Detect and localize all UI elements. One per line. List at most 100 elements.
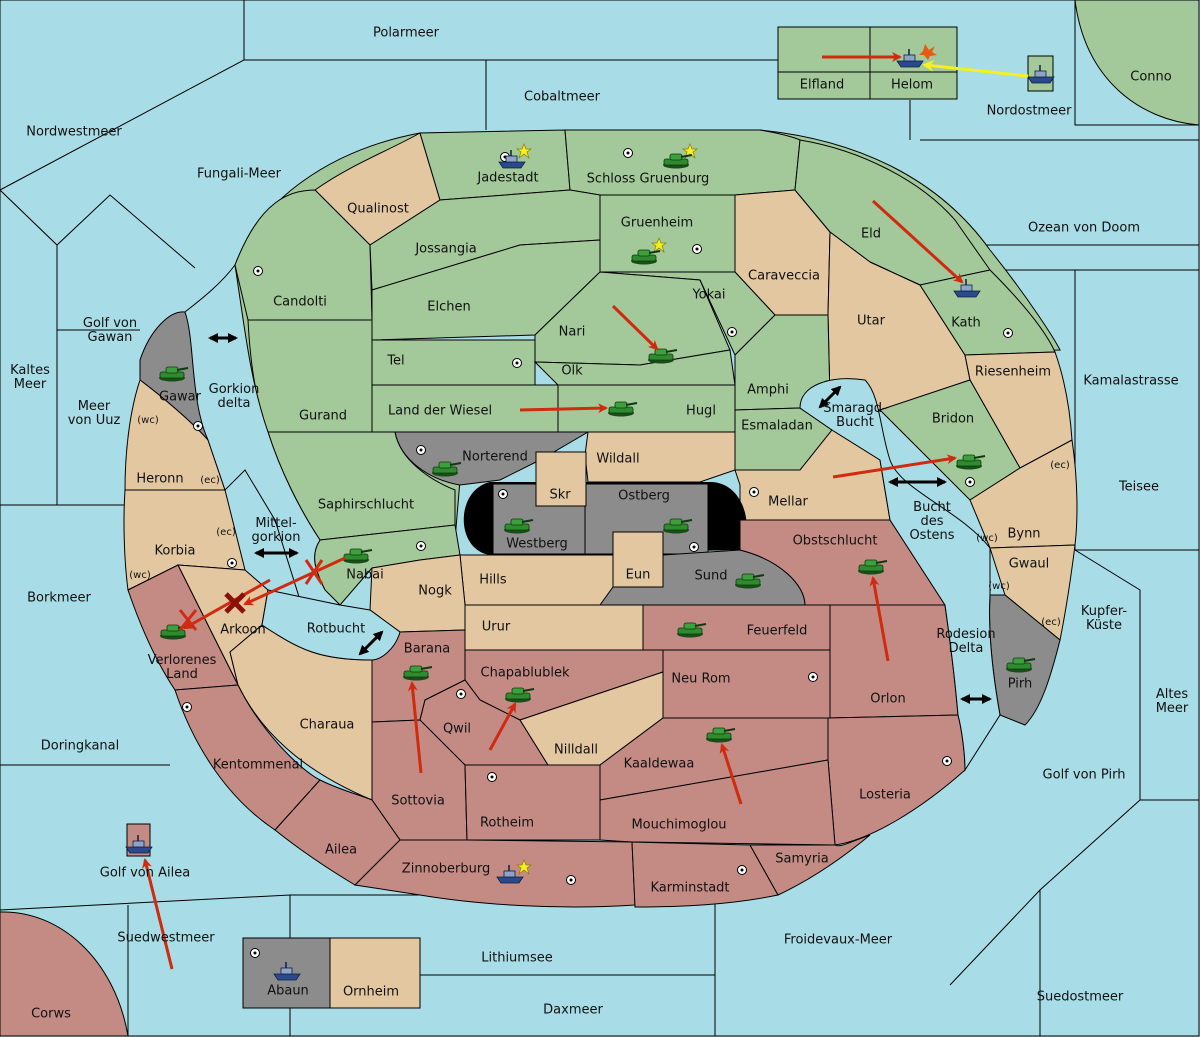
label-abaun: Abaun	[267, 984, 309, 999]
label-nilldall: Nilldall	[554, 743, 598, 758]
label-sund: Sund	[695, 569, 728, 584]
ornheim-territory[interactable]	[329, 937, 421, 1009]
jadestadt-territory[interactable]	[419, 129, 571, 201]
label-elchen: Elchen	[427, 300, 470, 315]
label-nordostmeer: Nordostmeer	[987, 104, 1073, 119]
sea-labels: Polarmeer Cobaltmeer Conno Nordwestmeer …	[10, 26, 1189, 1022]
label-candolti: Candolti	[273, 295, 327, 310]
label-esmaladan: Esmaladan	[741, 419, 813, 434]
label-gawar: Gawar	[159, 390, 202, 405]
label-ailea: Ailea	[325, 843, 357, 858]
label-eun: Eun	[626, 568, 651, 583]
gruenheim-territory[interactable]	[599, 194, 736, 273]
east-channel	[799, 378, 1001, 772]
label-coast-heronn-ec: (ec)	[200, 475, 220, 486]
label-hugl: Hugl	[686, 404, 716, 419]
label-qualinost: Qualinost	[347, 202, 409, 217]
label-land-wiesel: Land der Wiesel	[388, 404, 492, 419]
label-nabai: Nabai	[346, 568, 384, 583]
failed-moves	[178, 559, 324, 631]
label-nordwestmeer: Nordwestmeer	[26, 125, 122, 140]
label-losteria: Losteria	[859, 788, 911, 803]
label-korbia: Korbia	[154, 544, 195, 559]
label-mittel: Mittel-gorkion	[252, 516, 301, 545]
label-heronn: Heronn	[136, 472, 183, 487]
label-elfland: Elfland	[800, 78, 844, 93]
label-golf-ailea: Golf von Ailea	[100, 866, 190, 881]
label-froidevaux: Froidevaux-Meer	[784, 933, 893, 948]
label-fungali: Fungali-Meer	[197, 167, 282, 182]
samyria-territory[interactable]	[749, 834, 871, 896]
mouchimoglou-territory[interactable]	[599, 759, 836, 846]
label-norterend: Norterend	[462, 450, 528, 465]
conno-land	[1074, 0, 1200, 126]
convoy-arrows	[208, 333, 992, 704]
label-rotbucht: Rotbucht	[307, 622, 365, 637]
corws-land	[0, 911, 129, 1037]
label-polarmeer: Polarmeer	[373, 26, 440, 41]
label-olk: Olk	[561, 364, 583, 379]
label-coast-bynn-wc: (wc)	[976, 533, 998, 544]
label-mouchimoglou: Mouchimoglou	[631, 818, 726, 833]
label-coast-gwaul-ec: (ec)	[1041, 617, 1061, 628]
label-arkoon: Arkoon	[220, 623, 265, 638]
label-orlon: Orlon	[870, 692, 905, 707]
label-doringkanal: Doringkanal	[41, 739, 120, 754]
label-karminstadt: Karminstadt	[650, 881, 729, 896]
label-suedostmeer: Suedostmeer	[1037, 990, 1124, 1005]
label-bynn: Bynn	[1007, 527, 1040, 542]
label-kupfer: Kupfer-Küste	[1081, 604, 1127, 633]
label-yokai: Yokai	[691, 288, 725, 303]
skr-territory[interactable]	[535, 451, 587, 507]
label-zinnoberburg: Zinnoberburg	[402, 862, 490, 877]
label-obstschlucht: Obstschlucht	[793, 534, 878, 549]
label-jadestadt: Jadestadt	[476, 171, 538, 186]
label-corws: Corws	[31, 1007, 71, 1022]
gorkion-channel	[184, 263, 342, 606]
label-helom: Helom	[891, 78, 933, 93]
label-jossangia: Jossangia	[414, 242, 476, 257]
label-nari: Nari	[559, 325, 586, 340]
label-neu-rom: Neu Rom	[671, 672, 730, 687]
nordostmeer-island[interactable]	[1027, 55, 1054, 92]
label-cobaltmeer: Cobaltmeer	[524, 90, 601, 105]
elfland-territory[interactable]	[777, 26, 871, 100]
label-coast-gwaul-wc: (wc)	[988, 581, 1010, 592]
label-coast-gawar-wc: (wc)	[137, 415, 159, 426]
label-coast-korbia-wc: (wc)	[129, 570, 151, 581]
label-gwaul: Gwaul	[1009, 557, 1050, 572]
label-eld: Eld	[861, 227, 881, 242]
tel-territory[interactable]	[371, 339, 536, 386]
label-rotheim: Rotheim	[480, 816, 534, 831]
label-samyria: Samyria	[775, 852, 829, 867]
label-ozean: Ozean von Doom	[1028, 221, 1140, 236]
label-kath: Kath	[951, 316, 981, 331]
dislodged-mark	[224, 592, 246, 614]
label-schloss: Schloss Gruenburg	[587, 172, 710, 187]
explosion-icon	[919, 44, 937, 60]
label-caraveccia: Caraveccia	[748, 269, 820, 284]
label-kentommenai: Kentommenai	[213, 758, 303, 773]
label-qwil: Qwil	[443, 722, 471, 737]
label-coast-korbia-ec: (ec)	[216, 527, 236, 538]
urur-territory[interactable]	[464, 604, 644, 651]
label-feuerfeld: Feuerfeld	[747, 624, 808, 639]
label-ornheim: Ornheim	[343, 985, 399, 1000]
label-tel: Tel	[386, 354, 404, 369]
olk-territory[interactable]	[533, 349, 736, 386]
label-smaragd: Smaragd-Bucht	[823, 401, 887, 430]
label-daxmeer: Daxmeer	[543, 1003, 603, 1018]
label-charaua: Charaua	[300, 718, 355, 733]
label-sottovia: Sottovia	[391, 794, 445, 809]
label-amphi: Amphi	[747, 383, 789, 398]
label-ostberg: Ostberg	[618, 489, 670, 504]
label-saphirschlucht: Saphirschlucht	[318, 498, 414, 513]
